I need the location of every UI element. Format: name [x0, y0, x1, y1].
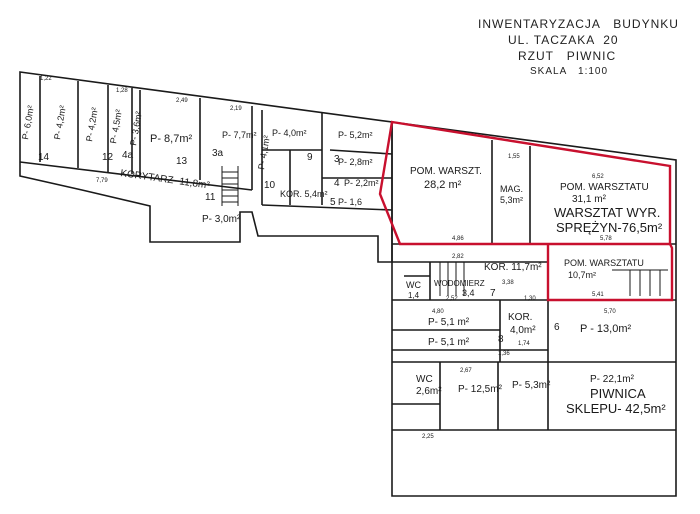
room-area-label: 2,6m² [416, 386, 442, 397]
room-area-label: SPRĘŻYN-76,5m² [556, 220, 663, 235]
dimension-label: 2,25 [422, 434, 434, 440]
dimension-label: 1,28 [116, 88, 128, 94]
room-name: WC [416, 374, 433, 385]
room-area-label: P- 5,2m² [338, 130, 373, 140]
room-number: 11 [205, 192, 216, 203]
dimension-label: 7,79 [96, 178, 108, 184]
dimension-label: 5,70 [604, 309, 616, 315]
dimension-label: 1,22 [40, 76, 52, 82]
dimension-label: 1,36 [498, 351, 510, 357]
room-number: 12 [102, 152, 114, 163]
corridor-label: KORYTARZ- 11,8m² [120, 168, 211, 192]
room-number: 3a [212, 148, 224, 159]
room-area-label: P- 1,6 [338, 197, 362, 207]
dimension-label: 2,19 [230, 106, 242, 112]
room-number: 3 [334, 154, 340, 165]
room-area-label: 10,7m² [568, 270, 596, 280]
room-name: POM. WARSZTATU [560, 182, 649, 193]
room-number: 6 [554, 322, 560, 333]
room-area-label: P- 6,0m² [20, 105, 36, 141]
dimension-label: 1,30 [524, 296, 536, 302]
room-numbers: 14 12 13 3a 4a 11 9 10 3 4 5 6 7 8 [38, 148, 560, 345]
room-area-label: SKLEPU- 42,5m² [566, 401, 666, 416]
room-area-label: P- 8,7m² [150, 133, 193, 145]
room-area-label: P- 3,6m² [128, 111, 144, 147]
room-area-label: 3,4 [462, 288, 475, 298]
room-area-label: P- 7,7m² [222, 130, 257, 140]
room-number: 14 [38, 152, 50, 163]
plan-subtitle: RZUT PIWNIC [518, 49, 617, 63]
room-area-label: P- 4,2m² [52, 105, 68, 141]
room-area-label: P- 5,3m² [512, 380, 551, 391]
room-area-label: 28,2 m² [424, 179, 462, 191]
room-area-label: P- 4,1m² [256, 135, 272, 171]
corridor-label: KOR. [508, 312, 532, 323]
dimensions: 1,22 1,28 2,49 2,19 6,52 1,55 4,86 5,78 … [40, 76, 616, 440]
dimension-label: 1,74 [518, 341, 530, 347]
dimension-label: 2,82 [452, 254, 464, 260]
room-number: 8 [498, 334, 504, 345]
room-area-label: P- 2,2m² [344, 178, 379, 188]
room-area-label: P- 5,1 m² [428, 317, 470, 328]
room-name: PIWNICA [590, 386, 646, 401]
room-number: 9 [307, 152, 313, 163]
room-area-label: P- 22,1m² [590, 374, 635, 385]
room-area-label: P- 5,1 m² [428, 337, 470, 348]
room-name: WC [406, 280, 421, 290]
room-area-label: P - 13,0m² [580, 323, 631, 335]
room-area-label: 1,4 [408, 291, 420, 300]
dimension-label: 4,80 [432, 309, 444, 315]
room-area-label: P- 2,8m² [338, 157, 373, 167]
dimension-label: 3,38 [502, 280, 514, 286]
plan-title: INWENTARYZACJA BUDYNKU [478, 17, 679, 31]
room-number: 4a [122, 150, 134, 161]
dimension-label: 4,86 [452, 236, 464, 242]
room-area-label: 5,3m² [500, 195, 523, 205]
dimension-label: 1,55 [508, 154, 520, 160]
room-number: 13 [176, 156, 188, 167]
dimension-label: 2,49 [176, 98, 188, 104]
corridor-label: KOR. 5,4m² [280, 189, 328, 199]
room-area-label: 31,1 m² [572, 194, 607, 205]
dimension-label: 5,78 [600, 236, 612, 242]
room-name: POM. WARSZT. [410, 166, 482, 177]
dimension-label: 2,52 [446, 296, 458, 302]
dimension-label: 2,67 [460, 368, 472, 374]
room-number: 7 [490, 288, 496, 299]
room-number: 10 [264, 180, 276, 191]
room-area-label: P- 12,5m² [458, 384, 503, 395]
corridor-label: KOR. 11,7m² [484, 262, 542, 273]
room-number: 4 [334, 178, 340, 189]
dimension-label: 6,52 [592, 174, 604, 180]
room-name: POM. WARSZTATU [564, 258, 644, 268]
room-area-label: P- 3,0m² [202, 214, 241, 225]
room-name: MAG. [500, 184, 523, 194]
room-area-label: P- 4,0m² [272, 128, 307, 138]
room-name: WARSZTAT WYR. [554, 205, 660, 220]
room-area-label: P- 4,2m² [84, 107, 100, 143]
dimension-label: 5,41 [592, 292, 604, 298]
room-name: WODOMIERZ [434, 279, 485, 288]
plan-address: UL. TACZAKA 20 [508, 33, 619, 47]
room-number: 5 [330, 197, 336, 208]
workshop-highlight [378, 120, 674, 302]
plan-scale: SKALA 1:100 [530, 66, 609, 77]
room-area-label: P- 4,5m² [108, 109, 124, 145]
corridor-label: 4,0m² [510, 325, 536, 336]
